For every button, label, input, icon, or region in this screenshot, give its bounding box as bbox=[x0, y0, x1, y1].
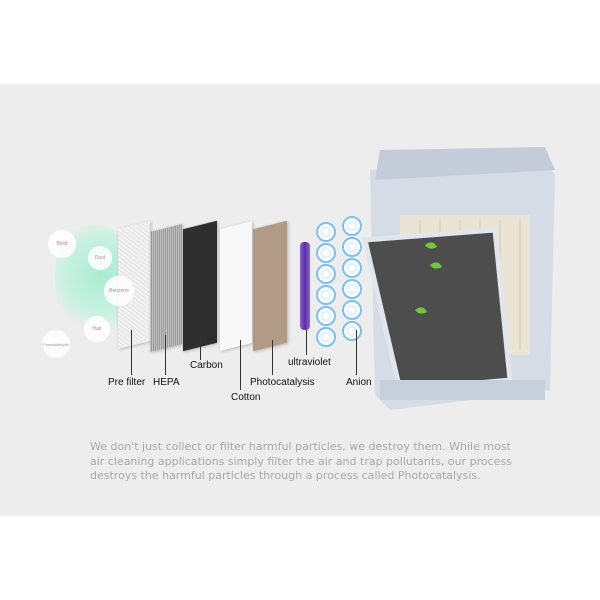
description-text: We don't just collect or filter harmful … bbox=[90, 440, 512, 482]
hepa-label: HEPA bbox=[153, 377, 180, 388]
anion-ring-icon bbox=[342, 300, 362, 320]
cotton-label: Cotton bbox=[231, 392, 261, 403]
pollutant-bubble: Benzene bbox=[104, 276, 134, 306]
ultraviolet-label: ultraviolet bbox=[288, 357, 331, 368]
uv-lamp-icon bbox=[300, 242, 310, 330]
anion-ring-icon bbox=[342, 216, 362, 236]
anion-ring-icon bbox=[316, 222, 336, 242]
carbon-label: Carbon bbox=[190, 360, 223, 371]
pollutant-bubble: Hair bbox=[84, 316, 110, 342]
pollutant-bubble: Formaldehyde bbox=[42, 330, 70, 358]
anion-ring-icon bbox=[316, 264, 336, 284]
anion-ring-icon bbox=[316, 306, 336, 326]
pre-filter-label: Pre filter bbox=[108, 377, 146, 388]
hepa-layer bbox=[150, 224, 182, 352]
anion-ring-icon bbox=[342, 321, 362, 341]
anion-label: Anion bbox=[346, 377, 372, 388]
leader-line bbox=[165, 335, 166, 375]
anion-ring-icon bbox=[316, 243, 336, 263]
leader-line bbox=[272, 340, 273, 375]
leader-line bbox=[356, 330, 357, 375]
leader-line bbox=[240, 340, 241, 390]
carbon-layer bbox=[183, 220, 217, 352]
leader-line bbox=[131, 330, 132, 375]
pollutant-bubble: Dust bbox=[88, 246, 112, 270]
anion-ring-icon bbox=[342, 279, 362, 299]
anion-ring-icon bbox=[316, 327, 336, 347]
anion-ring-icon bbox=[342, 258, 362, 278]
anion-ring-icon bbox=[316, 285, 336, 305]
anion-ring-icon bbox=[342, 237, 362, 257]
photocatalysis-label: Photocatalysis bbox=[250, 377, 315, 388]
photocatalysis-layer bbox=[253, 220, 287, 352]
leader-line bbox=[306, 330, 307, 355]
pollutant-bubble: Mold bbox=[48, 230, 76, 258]
cotton-layer bbox=[220, 221, 252, 351]
air-purifier-image bbox=[361, 147, 555, 410]
leader-line bbox=[200, 335, 201, 360]
